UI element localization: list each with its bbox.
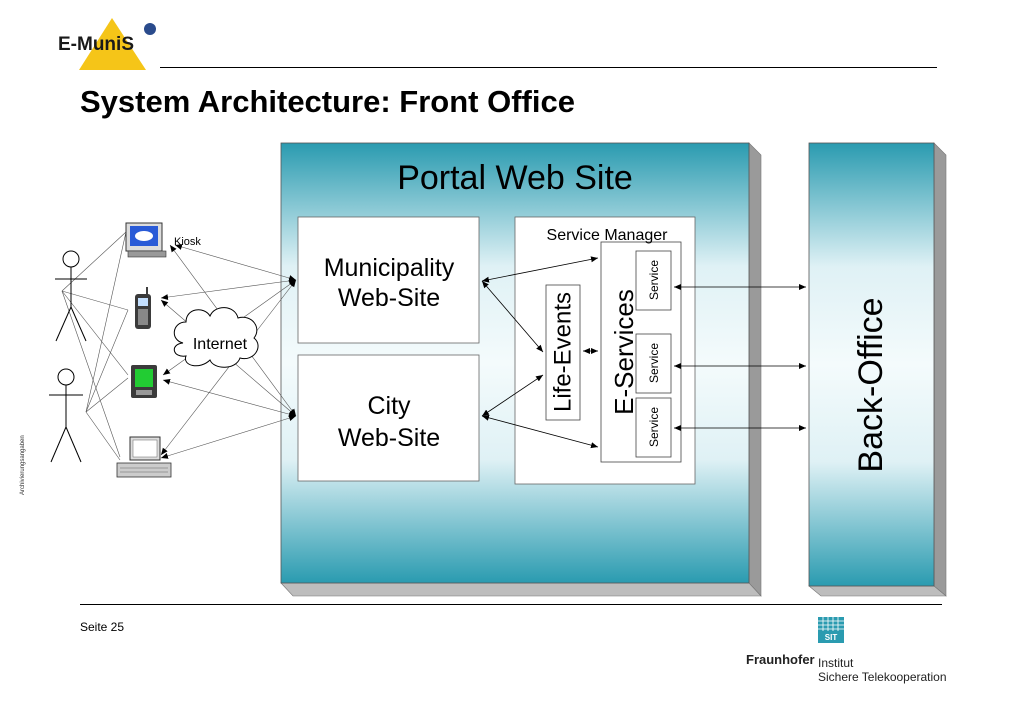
portal-title: Portal Web Site — [397, 159, 633, 197]
city-site-box — [297, 354, 480, 482]
service-manager-title: Service Manager — [547, 227, 669, 244]
sit-badge-text: SIT — [825, 633, 838, 642]
service-label-2: Service — [647, 343, 661, 383]
user-figure-icon — [55, 250, 87, 342]
back-office-label: Back-Office — [852, 297, 890, 472]
back-office-box — [808, 142, 947, 597]
service-label-3: Service — [647, 407, 661, 447]
archive-note: Archivierungsangaben — [20, 435, 26, 495]
life-events-box — [545, 284, 581, 421]
internet-cloud-icon — [173, 307, 259, 368]
kiosk-label: Kiosk — [174, 236, 201, 248]
e-services-label: E-Services — [609, 289, 639, 415]
page-number: Seite 25 — [80, 620, 125, 634]
fraunhofer-brand: Fraunhofer — [746, 652, 815, 667]
desktop-pc-icon — [116, 436, 172, 478]
municipality-line1: Municipality — [324, 254, 455, 282]
logo-text: E-MuniS — [58, 34, 134, 55]
header-divider — [160, 67, 937, 68]
pda-icon — [131, 365, 157, 398]
institute-name: Institut Sichere Telekooperation — [818, 656, 947, 684]
city-line1: City — [367, 392, 411, 420]
municipality-site-box — [297, 216, 480, 344]
internal-arrows — [481, 256, 806, 449]
logo-icon — [79, 18, 156, 70]
page-title: System Architecture: Front Office — [80, 84, 575, 119]
user-figure-icon — [49, 368, 83, 463]
internet-label: Internet — [193, 336, 248, 353]
life-events-label: Life-Events — [550, 292, 577, 412]
service-box-1 — [635, 250, 672, 311]
city-line2: Web-Site — [338, 424, 440, 452]
service-label-1: Service — [647, 260, 661, 300]
kiosk-computer-icon — [125, 222, 167, 258]
institute-line2: Sichere Telekooperation — [818, 670, 947, 684]
sit-badge-icon: SIT — [818, 617, 844, 643]
service-box-2 — [635, 333, 672, 394]
institute-line1: Institut — [818, 656, 854, 670]
municipality-line2: Web-Site — [338, 284, 440, 312]
footer-divider — [80, 604, 942, 605]
service-box-3 — [635, 397, 672, 458]
mobile-phone-icon — [135, 287, 151, 329]
